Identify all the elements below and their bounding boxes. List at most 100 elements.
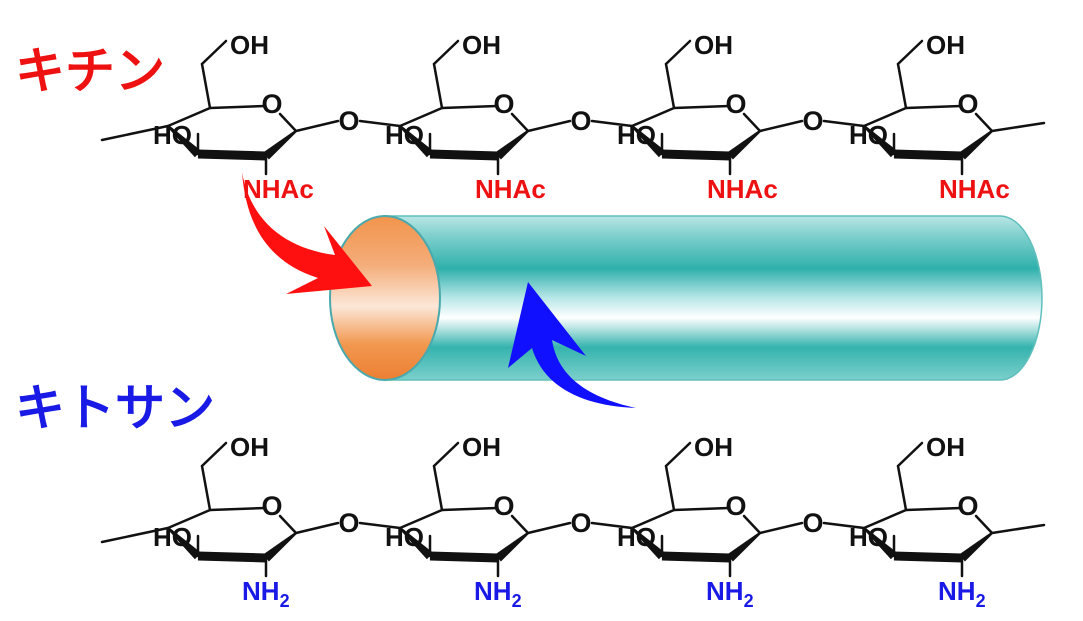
nh2-label: NH2 [474, 576, 522, 611]
ch2-bond [664, 464, 676, 512]
ring-wedge-bond [399, 527, 434, 560]
ring-bond [742, 514, 762, 535]
ring-bond [974, 514, 994, 535]
ring-wedge-bond [631, 125, 666, 158]
ring-bond [208, 506, 267, 512]
ring-bond [630, 508, 676, 530]
ring-bond [672, 506, 731, 512]
nhac-label: NHAc [243, 174, 314, 204]
ring-wedge-bond [959, 130, 993, 160]
hydroxymethyl-oh-label: OH [462, 30, 501, 60]
chain-end-bond [990, 121, 1046, 133]
ring-bold-bond [893, 551, 963, 563]
glycosidic-oxygen-label: O [570, 106, 591, 136]
hydroxymethyl-oh-label: OH [694, 30, 733, 60]
ring-wedge-bond [631, 527, 666, 560]
ring-bond [166, 508, 212, 530]
ch2-bond [664, 441, 692, 468]
glycosidic-bond [822, 119, 866, 128]
ring-wedge-bond [727, 532, 761, 562]
ring-bond [510, 112, 530, 133]
ch2-bond [432, 39, 460, 66]
ring-wedge-bond [495, 532, 529, 562]
ring-wedge-bond [399, 125, 434, 158]
ring-bond [440, 104, 499, 110]
ring-bond [904, 506, 963, 512]
ring-bond [166, 106, 212, 128]
hydroxyl-label: HO [153, 522, 192, 552]
hydroxymethyl-oh-label: OH [926, 432, 965, 462]
ring-bond [208, 104, 267, 110]
ch2-bond [200, 464, 212, 512]
ring-bond [398, 106, 444, 128]
fiber-cylinder [329, 215, 1043, 381]
ch2-bond [432, 62, 444, 110]
ring-bond [278, 514, 298, 535]
ch2-bond [896, 39, 924, 66]
fiber-body [384, 215, 1043, 381]
chitin-title: キチン [15, 42, 165, 100]
ring-oxygen-label: O [261, 89, 282, 119]
glycosidic-bond [358, 521, 402, 530]
ch2-bond [432, 464, 444, 512]
nh2-label: NH2 [938, 576, 986, 611]
ring-wedge-bond [263, 532, 297, 562]
glycosidic-bond [526, 521, 572, 535]
ring-oxygen-label: O [261, 491, 282, 521]
ring-bond [672, 104, 731, 110]
ring-bond [278, 112, 298, 133]
ring-bond [904, 104, 963, 110]
glycosidic-bond [822, 521, 866, 530]
ring-bond [398, 508, 444, 530]
nh2-subscript: 2 [976, 591, 986, 611]
ring-wedge-bond [495, 130, 529, 160]
ring-wedge-bond [263, 130, 297, 160]
ch2-bond [896, 441, 924, 468]
glycosidic-bond [590, 119, 634, 128]
glycosidic-bond [358, 119, 402, 128]
hydroxymethyl-oh-label: OH [926, 30, 965, 60]
ring-bold-bond [429, 551, 499, 563]
hydroxyl-label: HO [153, 120, 192, 150]
glycosidic-bond [758, 119, 804, 133]
ch2-bond [664, 39, 692, 66]
ring-bond [440, 506, 499, 512]
ring-bold-bond [893, 149, 963, 161]
ch2-bond [896, 62, 908, 110]
glycosidic-bond [526, 119, 572, 133]
hydroxymethyl-oh-label: OH [230, 432, 269, 462]
ring-oxygen-label: O [493, 89, 514, 119]
ring-wedge-bond [863, 527, 898, 560]
ring-bond [862, 508, 908, 530]
glucosamine-unit: OH O HO NH2 [153, 432, 298, 611]
glycosidic-oxygen-label: O [338, 106, 359, 136]
glycosidic-oxygen-label: O [802, 106, 823, 136]
ch2-bond [200, 441, 228, 468]
nhac-label: NHAc [939, 174, 1010, 204]
glycosidic-bond [294, 119, 340, 133]
ring-bond [630, 106, 676, 128]
chitosan-arrow [508, 282, 636, 408]
ch2-bond [664, 62, 676, 110]
glycosidic-bond [758, 521, 804, 535]
chain-end-bond [100, 124, 170, 142]
nh2-subscript: 2 [744, 591, 754, 611]
nh2-label: NH2 [242, 576, 290, 611]
hydroxymethyl-oh-label: OH [694, 432, 733, 462]
hydroxyl-label: HO [617, 522, 656, 552]
chain-end-bond [100, 526, 170, 544]
ring-wedge-bond [727, 130, 761, 160]
nhac-label: NHAc [475, 174, 546, 204]
glycosidic-bond [294, 521, 340, 535]
hydroxymethyl-oh-label: OH [230, 30, 269, 60]
ring-wedge-bond [863, 125, 898, 158]
ring-oxygen-label: O [957, 89, 978, 119]
nh2-subscript: 2 [280, 591, 290, 611]
glucosamine-unit: OH O HO NHAc [153, 30, 314, 204]
